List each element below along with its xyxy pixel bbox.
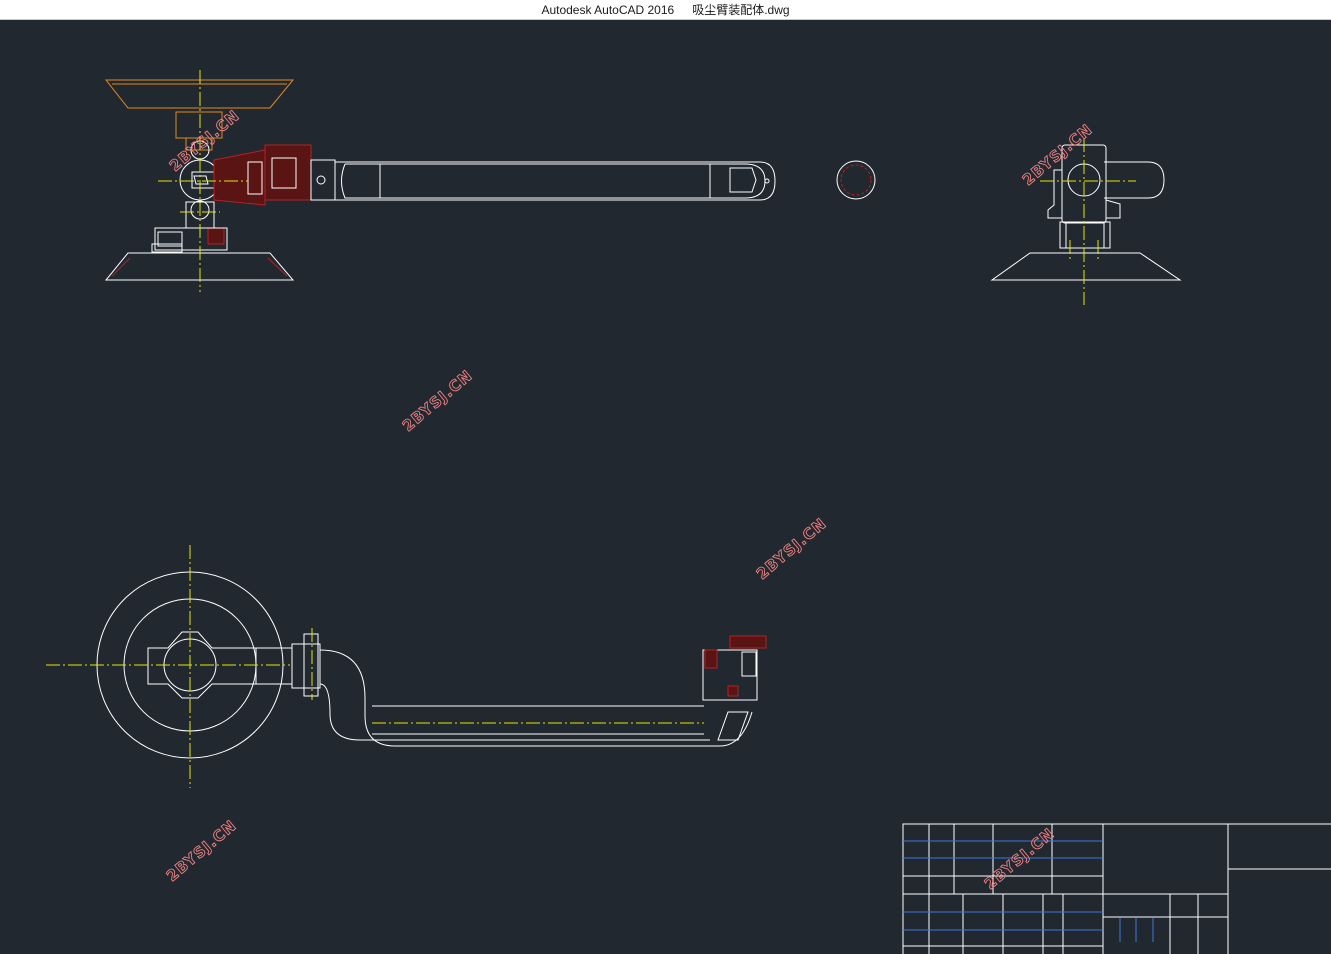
watermark: 2BYSJ.CN	[399, 366, 476, 435]
front-view	[104, 70, 876, 292]
top-view	[46, 545, 767, 788]
watermark: 2BYSJ.CN	[1019, 120, 1096, 189]
hopper-top	[104, 79, 295, 151]
title-block	[902, 823, 1331, 954]
app-name: Autodesk AutoCAD 2016	[541, 2, 675, 17]
drawing-canvas[interactable]: 2BYSJ.CN 2BYSJ.CN 2BYSJ.CN 2BYSJ.CN 2BYS…	[0, 20, 1331, 954]
watermark: 2BYSJ.CN	[163, 816, 240, 885]
file-name: 吸尘臂装配体.dwg	[692, 3, 790, 17]
watermark: 2BYSJ.CN	[753, 514, 830, 583]
front-section-hatch	[207, 144, 312, 245]
window-title-bar: Autodesk AutoCAD 2016 吸尘臂装配体.dwg	[0, 0, 1331, 20]
watermarks: 2BYSJ.CN 2BYSJ.CN 2BYSJ.CN 2BYSJ.CN 2BYS…	[163, 106, 1097, 894]
side-view	[990, 138, 1182, 305]
